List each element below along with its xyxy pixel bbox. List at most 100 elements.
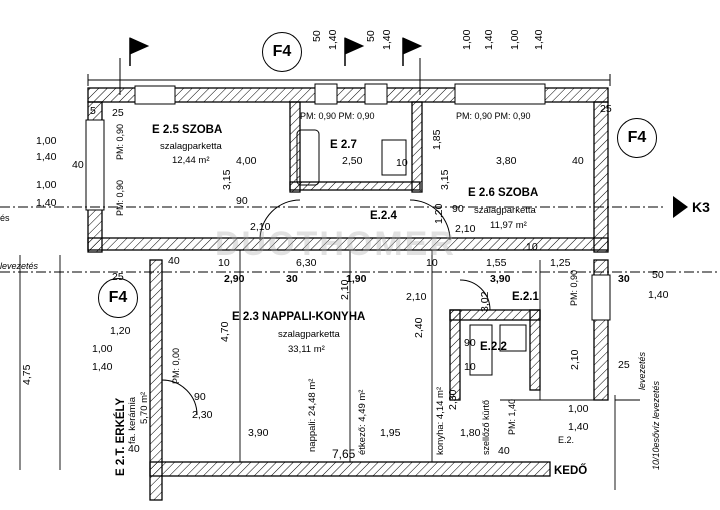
- dim-top-50b: 50: [365, 30, 377, 42]
- dim-25l: 25: [112, 107, 124, 119]
- dim-210e: 2,10: [406, 291, 427, 303]
- dim-90c: 90: [464, 337, 476, 349]
- dim-25rr: 25: [618, 359, 630, 371]
- dim-140rr: 1,40: [568, 421, 589, 433]
- dim-180: 1,80: [460, 427, 481, 439]
- dim-5l: 5: [90, 105, 96, 117]
- room-e25-name: E 2.5 SZOBA: [152, 124, 223, 136]
- dim-left-100b: 1,00: [36, 179, 57, 191]
- dim-630: 6,30: [296, 257, 317, 269]
- dim-290: 2,90: [224, 273, 245, 285]
- f4-marker-left: F4: [98, 278, 138, 318]
- dim-left-140a: 1,40: [36, 151, 57, 163]
- dim-40c: 40: [168, 255, 180, 267]
- grid-axis: [0, 206, 720, 273]
- dim-210d: 2,10: [339, 279, 351, 300]
- windows: [85, 83, 611, 321]
- k3-label: K3: [692, 199, 710, 215]
- dim-195: 1,95: [380, 427, 401, 439]
- doors: [161, 199, 491, 416]
- dim-left-100a: 1,00: [36, 135, 57, 147]
- dim-top-50a: 50: [311, 30, 323, 42]
- room-e2t-name: E 2.T. ERKÉLY: [115, 397, 127, 476]
- dim-470: 4,70: [219, 321, 231, 342]
- dim-30a: 30: [286, 273, 298, 285]
- dim-10c: 10: [426, 257, 438, 269]
- dim-left-100c: 1,00: [92, 343, 113, 355]
- dim-left-475: 4,75: [21, 364, 33, 385]
- dim-top-140b: 1,40: [381, 29, 393, 50]
- dim-top-140d: 1,40: [533, 29, 545, 50]
- dim-left-140b: 1,40: [36, 197, 57, 209]
- bathroom-fixtures: [296, 129, 527, 376]
- right-dimension-line: [614, 395, 640, 490]
- pm-e22: PM: 1,40: [507, 398, 517, 435]
- pm-e2t: PM: 0,00: [171, 347, 181, 384]
- room-e22-name: E.2.2: [480, 341, 507, 353]
- partitions: [239, 250, 608, 462]
- dim-210b: 2,10: [455, 223, 476, 235]
- dim-40d: 40: [498, 445, 510, 457]
- dim-90b: 90: [452, 203, 464, 215]
- dim-25r: 25: [600, 103, 612, 115]
- dim-10e: 10: [464, 361, 476, 373]
- dim-30b: 30: [618, 273, 630, 285]
- dim-120v: 1,20: [433, 203, 445, 224]
- dim-125: 1,25: [550, 257, 571, 269]
- room-e25-floor: szalagparketta: [160, 141, 222, 152]
- dim-25ll: 25: [112, 271, 124, 283]
- k3-arrow: [673, 196, 688, 218]
- dim-190: 1,90: [346, 273, 367, 285]
- room-e24-name: E.2.4: [370, 210, 397, 222]
- dim-315b: 3,15: [439, 169, 451, 190]
- dim-left-40: 40: [72, 159, 84, 171]
- f4-marker-top: F4: [262, 32, 302, 72]
- dim-50r: 50: [652, 269, 664, 281]
- room-e2t-area: 5,70 m²: [139, 391, 150, 424]
- room-e27-name: E 2.7: [330, 139, 357, 151]
- dim-left-120: 1,20: [110, 325, 131, 337]
- area-szellozo: szellőző kürtő: [481, 399, 491, 455]
- dim-400: 4,00: [236, 155, 257, 167]
- dim-390a: 3,90: [490, 273, 511, 285]
- dim-315a: 3,15: [221, 169, 233, 190]
- note-es: és: [0, 213, 10, 223]
- dim-top-100: 1,00: [461, 29, 473, 50]
- pm-e25-b: PM: 0,90: [115, 179, 125, 216]
- pm-e25-a: PM: 0,90: [115, 123, 125, 160]
- dim-210c: 2,10: [569, 349, 581, 370]
- dim-140r: 1,40: [648, 289, 669, 301]
- dim-10a: 10: [396, 157, 408, 169]
- dim-230a: 2,30: [447, 389, 459, 410]
- dim-210a: 2,10: [250, 221, 271, 233]
- area-nappali: nappali: 24,48 m²: [307, 378, 318, 452]
- room-e21-name: E.2.1: [512, 291, 539, 303]
- room-kedo-name: KEDŐ: [554, 465, 588, 477]
- note-vezetes-right: levezetés: [637, 351, 647, 390]
- pm-e21: PM: 0,90: [569, 269, 579, 306]
- flag-markers: [129, 37, 423, 66]
- room-e25-area: 12,44 m²: [172, 155, 210, 166]
- area-etkezo: étkező: 4,49 m²: [357, 389, 368, 455]
- dim-top-140c: 1,40: [483, 29, 495, 50]
- room-e23-floor: szalagparketta: [278, 329, 340, 340]
- area-konyha: konyha: 4,14 m²: [435, 386, 446, 455]
- f4-marker-right: F4: [617, 118, 657, 158]
- left-dimension-lines: [19, 255, 61, 470]
- dim-top-100b: 1,00: [509, 29, 521, 50]
- dim-10b: 10: [218, 257, 230, 269]
- dim-230b: 2,30: [192, 409, 213, 421]
- room-e26-floor: szalagparketta: [474, 205, 536, 216]
- dim-left-40b: 40: [128, 443, 140, 455]
- room-e23-name: E 2.3 NAPPALI-KONYHA: [232, 311, 366, 323]
- dim-765: 7,65: [332, 447, 356, 461]
- note-vezetes-left: levezetés: [0, 261, 39, 271]
- dim-250: 2,50: [342, 155, 363, 167]
- pm-e26: PM: 0,90 PM: 0,90: [456, 111, 531, 121]
- dim-90d: 90: [194, 391, 206, 403]
- dim-240: 2,40: [413, 317, 425, 338]
- dim-390b: 3,90: [248, 427, 269, 439]
- room-e26-name: E 2.6 SZOBA: [468, 187, 539, 199]
- dim-40r: 40: [572, 155, 584, 167]
